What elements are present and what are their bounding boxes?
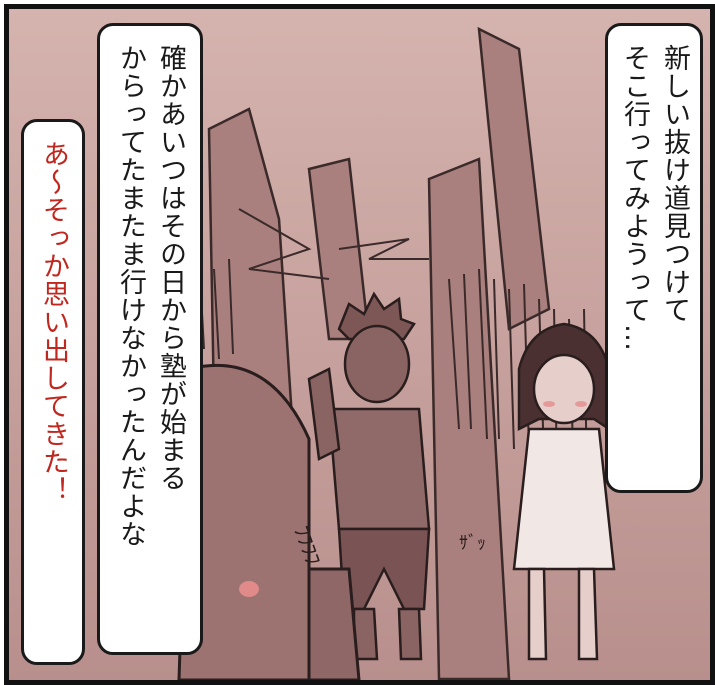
girl-blush xyxy=(575,401,587,407)
speech-bubble-right: 新しい抜け道見つけて そこ行ってみようって… xyxy=(605,23,703,493)
foreground-figure xyxy=(177,363,361,680)
speech-text-left: あ～そっか思い出してきた！ xyxy=(38,140,69,504)
boy-figure xyxy=(307,291,431,661)
girl-dress xyxy=(512,427,616,571)
tree-trunk xyxy=(477,26,551,331)
boy-raised-hand xyxy=(307,367,341,461)
comic-panel: ﾌﾌﾌﾌ ｻﾞｯ 新しい抜け道見つけて そこ行ってみようって… 確かあいつはその… xyxy=(4,4,715,685)
girl-face xyxy=(532,353,596,425)
girl-figure xyxy=(512,322,616,661)
girl-blush xyxy=(543,401,555,407)
boy-shirt xyxy=(327,407,431,531)
sfx-rustle: ｻﾞｯ xyxy=(459,533,486,554)
foreground-head xyxy=(177,363,311,680)
girl-legs xyxy=(527,567,599,661)
foreground-blush xyxy=(239,581,259,597)
boy-face xyxy=(343,324,411,404)
speech-text-center: 確かあいつはその日から塾が始まる からってたまたま行けなかったんだよな xyxy=(115,44,186,548)
speech-bubble-center: 確かあいつはその日から塾が始まる からってたまたま行けなかったんだよな xyxy=(97,23,203,655)
speech-text-right: 新しい抜け道見つけて そこ行ってみようって… xyxy=(619,44,690,352)
speech-bubble-left: あ～そっか思い出してきた！ xyxy=(21,119,85,665)
foreground-hand xyxy=(307,567,361,680)
